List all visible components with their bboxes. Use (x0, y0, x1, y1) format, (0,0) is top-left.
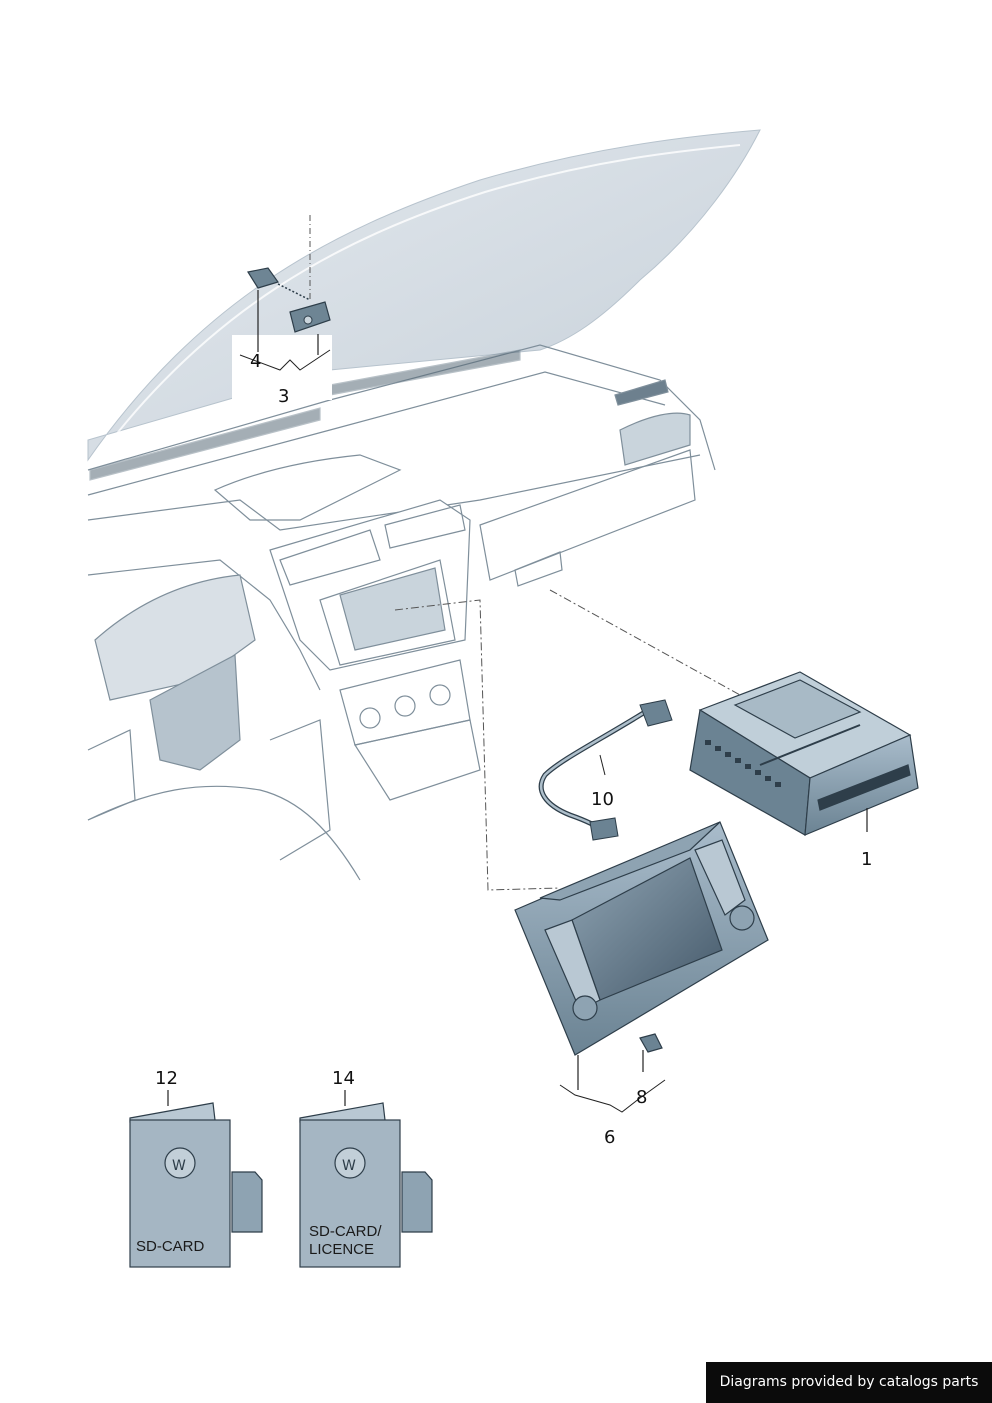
callout-8: 8 (636, 1087, 648, 1108)
sd-card-label: SD-CARD (136, 1238, 205, 1255)
callout-4: 4 (250, 351, 262, 372)
callout-1: 1 (861, 849, 873, 870)
leader-lines (394, 589, 741, 891)
sd-card-licence-booklet: W (299, 1090, 433, 1268)
sd-card-booklet: W (129, 1090, 263, 1268)
svg-text:W: W (342, 1158, 356, 1174)
display-unit (514, 821, 769, 1113)
vw-logo-icon (335, 1148, 365, 1178)
callout-3: 3 (278, 386, 290, 407)
callout-14: 14 (332, 1068, 355, 1089)
svg-text:W: W (172, 1158, 186, 1174)
callout-6: 6 (604, 1127, 616, 1148)
licence-label-line2: LICENCE (309, 1241, 375, 1258)
sensor-assembly (232, 215, 332, 400)
navigation-unit (689, 671, 919, 836)
callout-10: 10 (591, 789, 614, 810)
windshield (87, 129, 761, 462)
vw-logo-icon (165, 1148, 195, 1178)
credit-banner: Diagrams provided by catalogs parts (706, 1362, 992, 1403)
callout-12: 12 (155, 1068, 178, 1089)
licence-label-line1: SD-CARD/ (309, 1223, 382, 1240)
dashboard (87, 344, 716, 881)
antenna-cable (538, 699, 673, 841)
